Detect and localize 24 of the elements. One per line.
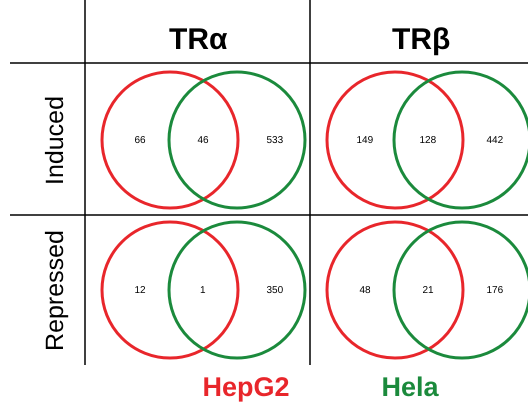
venn-circle bbox=[167, 220, 307, 360]
count-label: 21 bbox=[422, 284, 434, 296]
row-header: Induced bbox=[40, 96, 70, 184]
column-header: TRα bbox=[169, 23, 228, 57]
count-label: 350 bbox=[266, 284, 284, 296]
legend-label: HepG2 bbox=[202, 372, 290, 402]
count-label: 1 bbox=[200, 284, 206, 296]
count-label: 176 bbox=[486, 284, 504, 296]
count-label: 149 bbox=[356, 134, 374, 146]
count-label: 48 bbox=[360, 284, 371, 296]
count-label: 533 bbox=[266, 134, 284, 146]
count-label: 128 bbox=[420, 134, 436, 146]
venn-circle bbox=[325, 70, 465, 210]
row-header: Repressed bbox=[40, 230, 70, 350]
legend-label: Hela bbox=[382, 372, 439, 402]
venn-circle bbox=[100, 220, 240, 360]
count-label: 12 bbox=[134, 284, 146, 296]
count-label: 442 bbox=[486, 134, 504, 146]
venn-circle bbox=[325, 220, 465, 360]
venn-circle bbox=[100, 70, 240, 210]
count-label: 66 bbox=[134, 134, 146, 146]
column-header: TRβ bbox=[392, 23, 450, 57]
venn-circle bbox=[167, 70, 307, 210]
count-label: 46 bbox=[198, 134, 209, 146]
